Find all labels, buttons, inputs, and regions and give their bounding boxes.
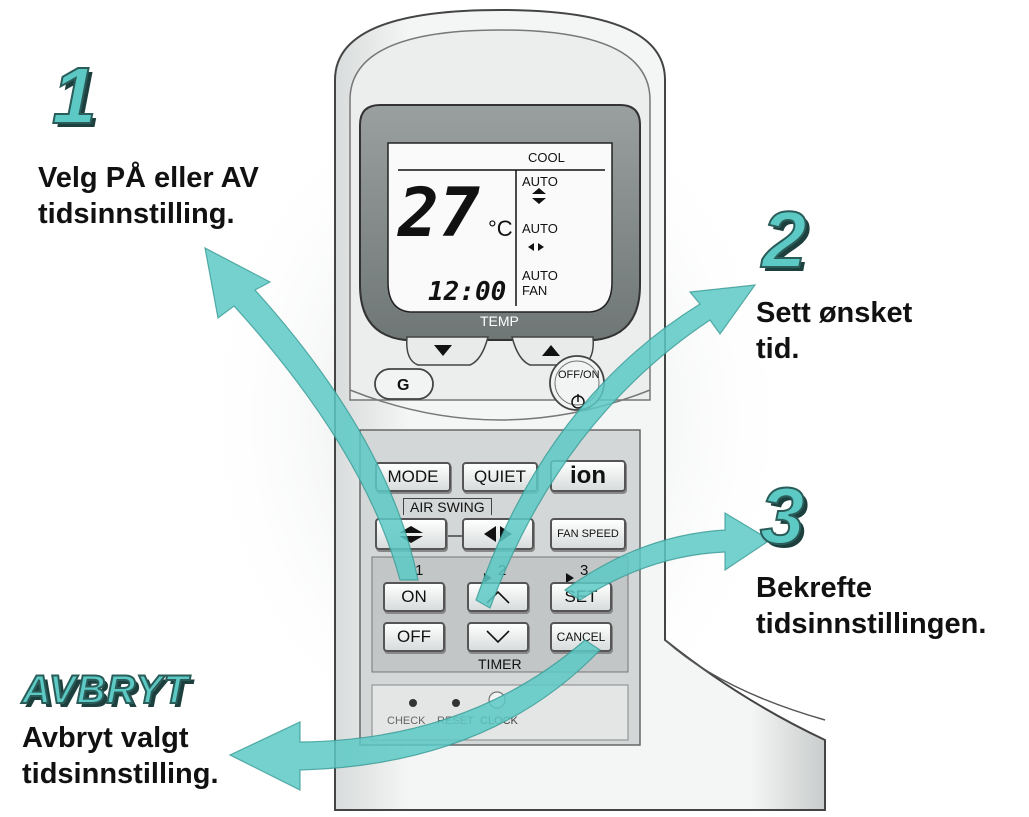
time-up-button[interactable] (467, 582, 529, 612)
timer-on-button[interactable]: ON (383, 582, 445, 612)
step-3-line-1: Bekrefte (756, 572, 873, 604)
step-1-line-2: tidsinnstilling. (38, 198, 235, 230)
cancel-line-1: Avbryt valgt (22, 722, 189, 754)
reset-label: RESET (437, 715, 474, 727)
quiet-button[interactable]: QUIET (462, 462, 538, 492)
step-3-number: 3 (759, 471, 805, 560)
step-3-text: Bekrefte tidsinnstillingen. (756, 570, 986, 642)
time-down-button[interactable] (467, 622, 529, 652)
check-label: CHECK (387, 715, 426, 727)
vertical-swing-button[interactable] (375, 518, 447, 550)
horizontal-swing-icon (484, 526, 512, 542)
ion-button[interactable]: ion (550, 460, 626, 492)
timer-set-button[interactable]: SET (550, 582, 612, 612)
temp-down-icon (434, 345, 452, 356)
step-1-text: Velg PÅ eller AV tidsinnstilling. (38, 160, 259, 232)
horizontal-swing-button[interactable] (462, 518, 534, 550)
clock-button (488, 691, 506, 709)
step-2-line-1: Sett ønsket (756, 297, 913, 329)
timer-step-1: 1 (415, 562, 424, 579)
step-2-number: 2 (761, 195, 807, 284)
step-1-line-1: Velg PÅ eller AV (38, 162, 259, 194)
cancel-text: Avbryt valgt tidsinnstilling. (22, 720, 219, 792)
reset-button (452, 699, 460, 707)
vertical-swing-icon (399, 526, 423, 543)
power-cycle-button (374, 368, 434, 400)
step-3-line-2: tidsinnstillingen. (756, 608, 987, 640)
chevron-up-icon (486, 590, 510, 604)
check-button (409, 699, 417, 707)
timer-step-3: 3 (580, 562, 589, 579)
timer-off-button[interactable]: OFF (383, 622, 445, 652)
cancel-heading: AVBRYT (21, 667, 189, 713)
air-swing-label: AIR SWING (403, 498, 492, 515)
cancel-line-2: tidsinnstilling. (22, 758, 219, 790)
clock-label: CLOCK (480, 715, 518, 727)
chevron-down-icon (486, 630, 510, 644)
lcd-screen (387, 142, 613, 313)
fan-speed-button[interactable]: FAN SPEED (550, 518, 626, 550)
temp-down-button (405, 336, 489, 366)
timer-label: TIMER (478, 656, 522, 672)
step-1-number: 1 (51, 51, 97, 140)
timer-step-2: 2 (498, 562, 507, 579)
step-2-text: Sett ønsket tid. (756, 295, 912, 367)
mode-button[interactable]: MODE (375, 462, 451, 492)
step-2-line-2: tid. (756, 333, 800, 365)
off-on-button (549, 355, 605, 411)
timer-cancel-button[interactable]: CANCEL (550, 622, 612, 652)
